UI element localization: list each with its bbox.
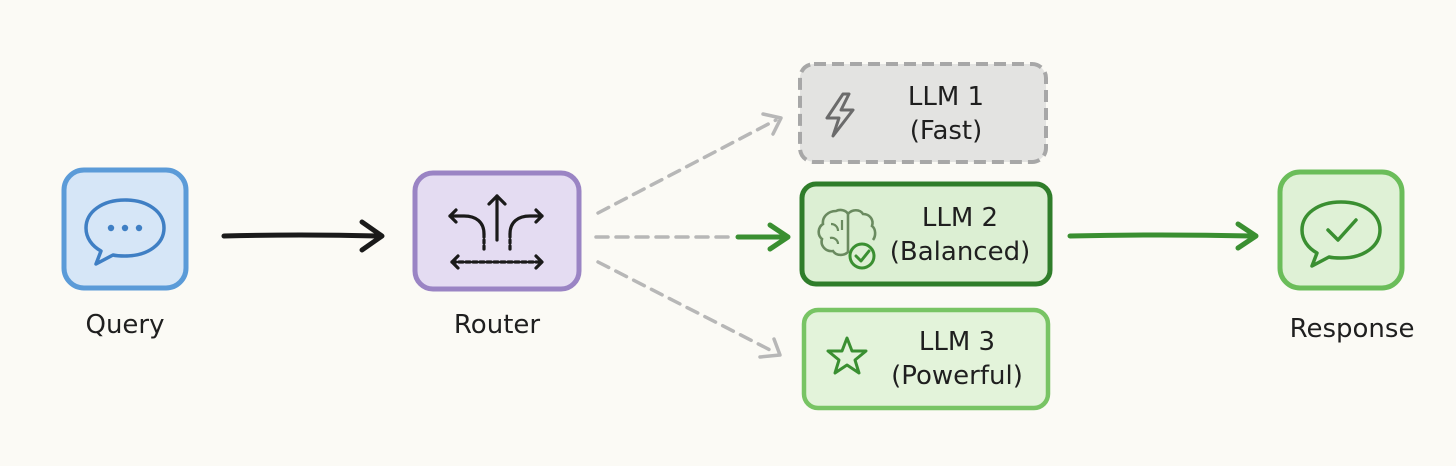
query-to-router-arrow bbox=[221, 219, 385, 253]
llm2-desc: (Balanced) bbox=[889, 237, 1031, 267]
llm1-desc: (Fast) bbox=[909, 116, 983, 146]
brain-check-icon bbox=[817, 208, 877, 270]
llm3-name: LLM 3 bbox=[918, 327, 996, 357]
llm2-to-response-arrow bbox=[1067, 221, 1259, 251]
lightning-icon bbox=[825, 92, 855, 138]
chat-bubble-icon bbox=[84, 198, 166, 266]
query-label: Query bbox=[85, 310, 165, 340]
llm1-name: LLM 1 bbox=[907, 82, 985, 112]
response-node bbox=[1277, 169, 1405, 291]
llm3-node bbox=[801, 307, 1051, 411]
router-to-llm3-arrow bbox=[596, 260, 782, 359]
llm2-name: LLM 2 bbox=[921, 203, 999, 233]
star-icon bbox=[826, 336, 868, 375]
llm2-text: LLM 2 (Balanced) bbox=[880, 201, 1040, 269]
llm2-node bbox=[799, 181, 1053, 287]
router-label: Router bbox=[453, 310, 541, 340]
chat-check-icon bbox=[1300, 200, 1382, 268]
llm1-node bbox=[798, 62, 1048, 164]
llm1-text: LLM 1 (Fast) bbox=[862, 80, 1030, 148]
query-node bbox=[61, 167, 189, 291]
router-to-llm1-arrow bbox=[596, 112, 783, 215]
router-node bbox=[412, 170, 582, 292]
llm3-desc: (Powerful) bbox=[891, 361, 1023, 391]
llm3-text: LLM 3 (Powerful) bbox=[872, 325, 1042, 393]
response-label: Response bbox=[1289, 314, 1415, 344]
router-arrows-icon bbox=[448, 194, 544, 270]
router-to-llm2-arrow bbox=[594, 222, 791, 252]
